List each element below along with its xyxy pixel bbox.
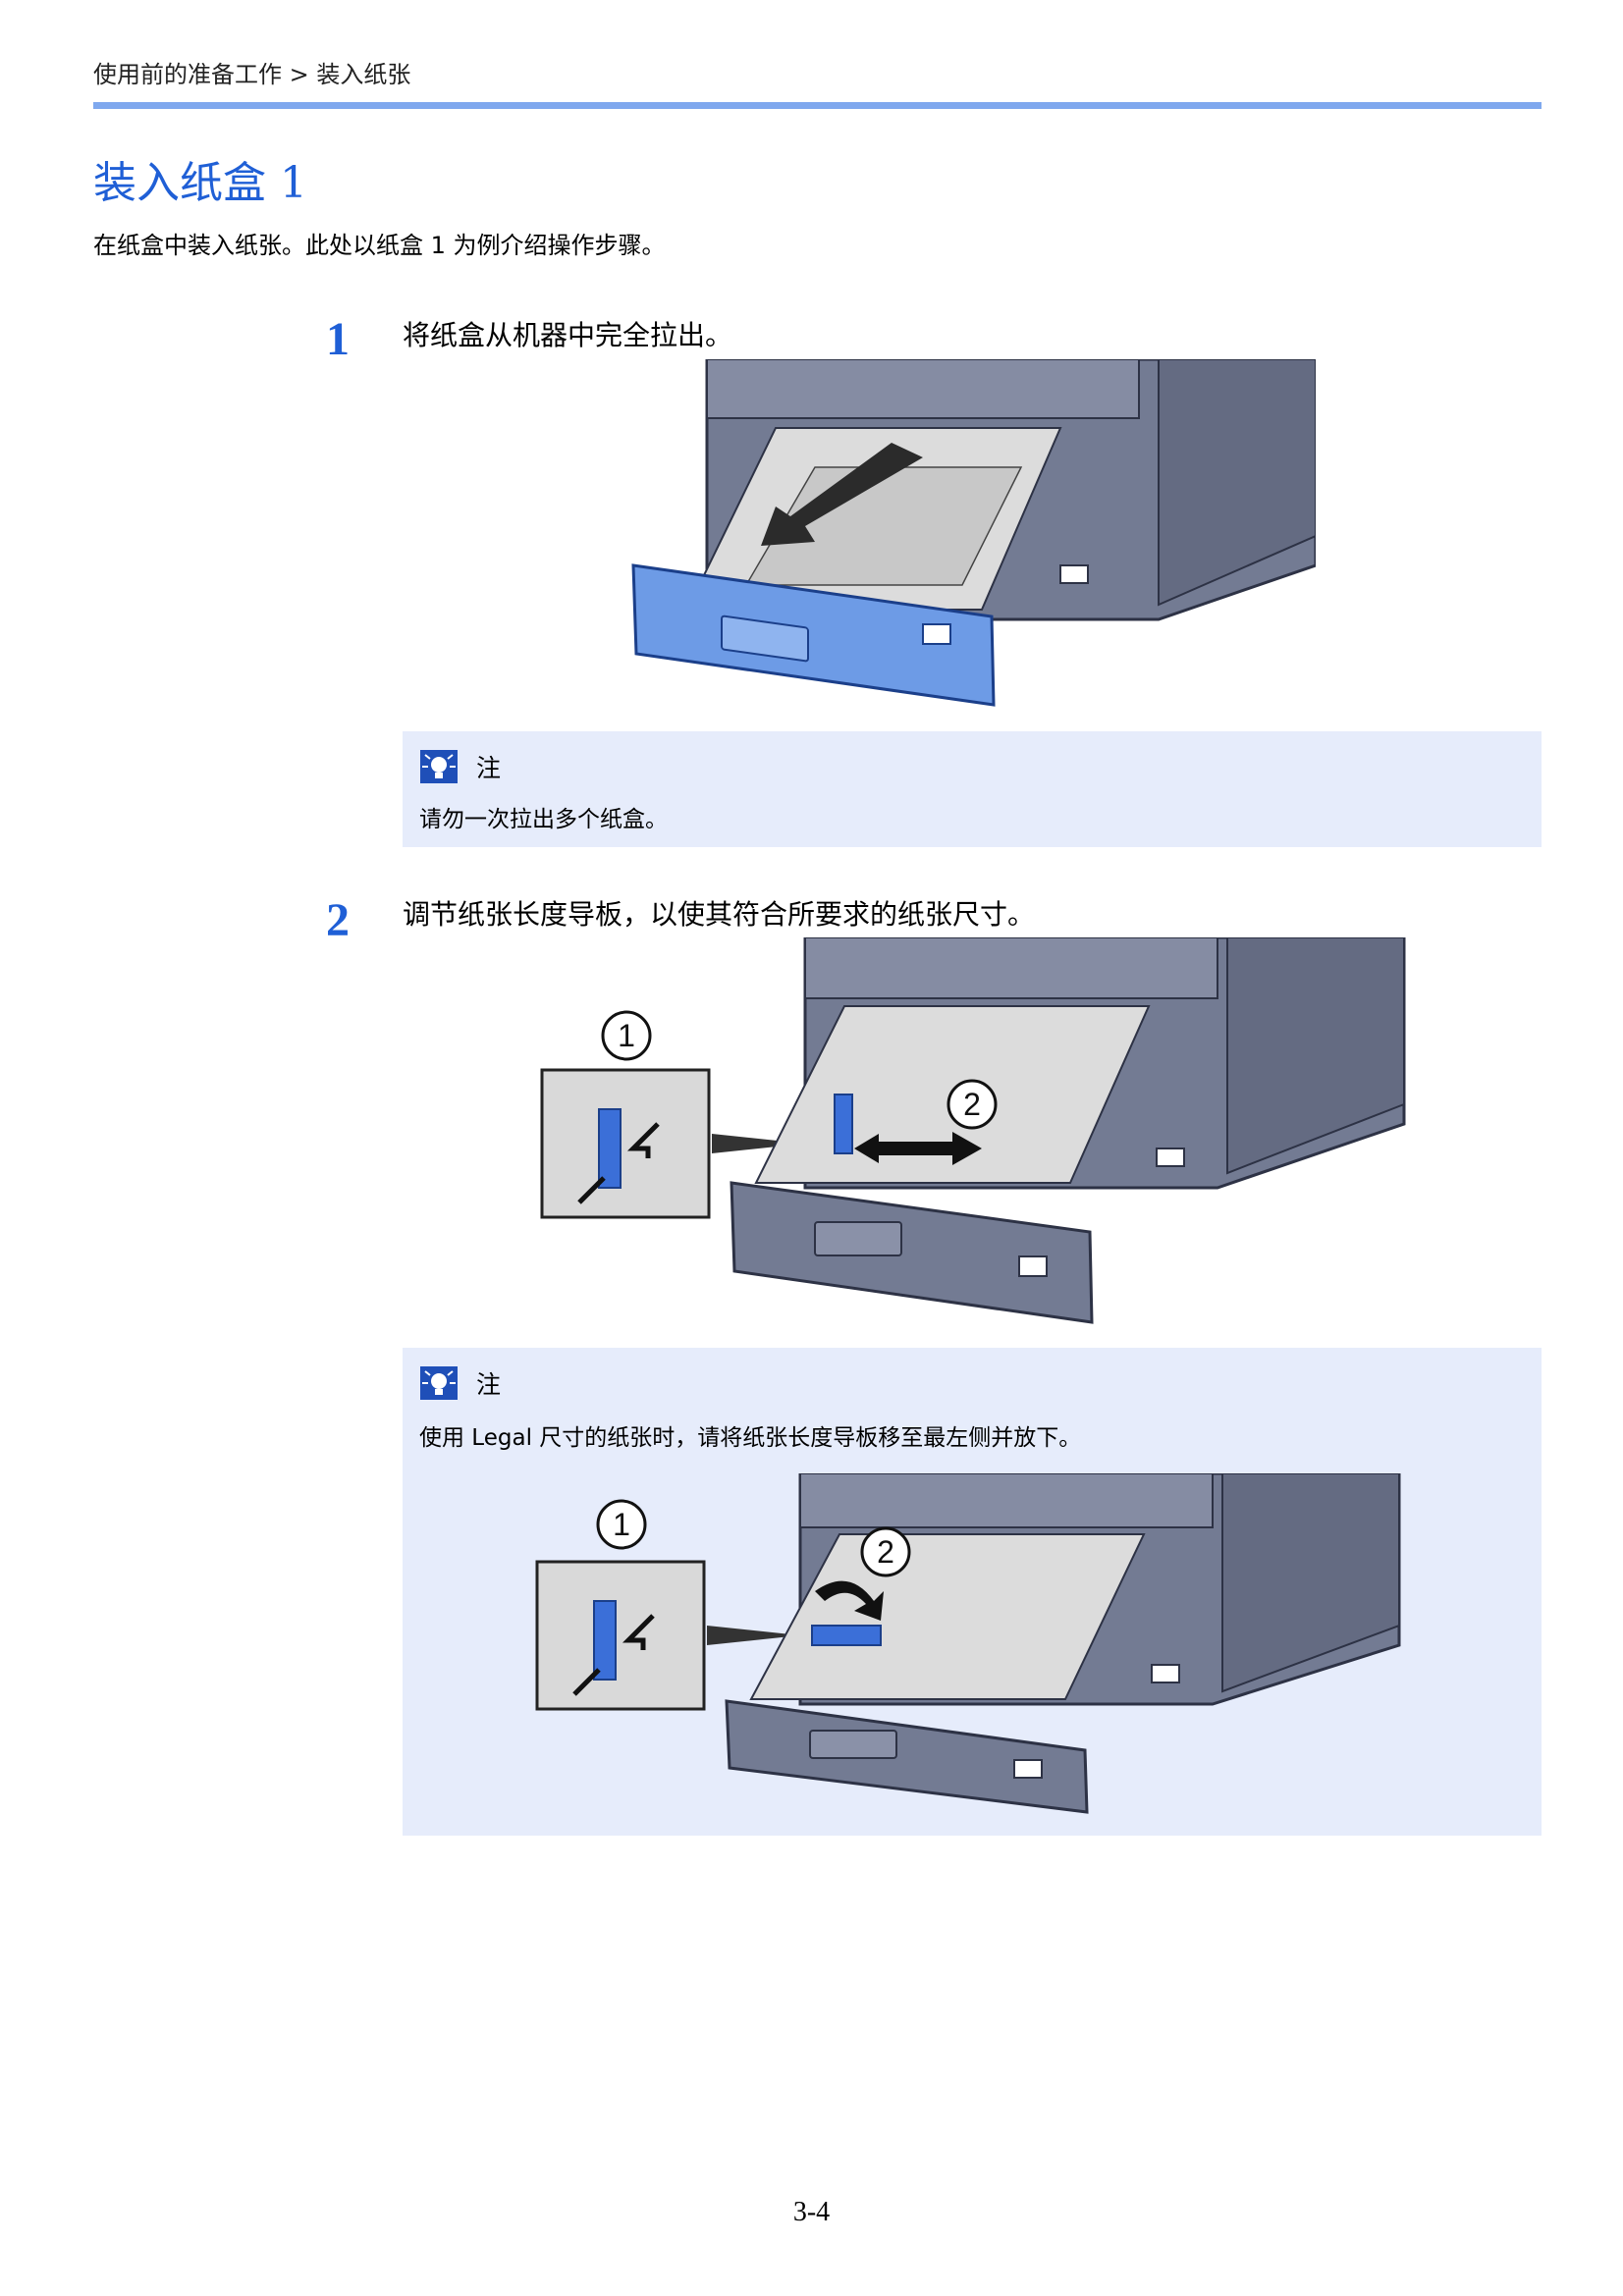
step-2-text: 调节纸张长度导板，以使其符合所要求的纸张尺寸。	[403, 898, 1036, 931]
pull-arrow	[761, 443, 923, 546]
inset-arrow-up	[572, 1668, 601, 1696]
inset-arrow-down	[622, 1614, 655, 1650]
callout-1: 1	[601, 1010, 652, 1061]
lower-tray-handle	[1156, 1148, 1185, 1167]
tray-handle	[721, 614, 809, 663]
step-2-note: 注 使用 Legal 尺寸的纸张时，请将纸张长度导板移至最左侧并放下。 1 2	[403, 1348, 1542, 1836]
lower-tray-handle	[1151, 1664, 1180, 1683]
note-bulb-icon	[420, 750, 458, 783]
callout-1: 1	[596, 1499, 647, 1550]
tray-label-slot	[1013, 1759, 1043, 1779]
tray-front-highlight	[631, 563, 996, 707]
callout-2-label: 2	[963, 1087, 981, 1122]
breadcrumb: 使用前的准备工作 > 装入纸张	[93, 61, 411, 88]
inset-pointer	[707, 1626, 800, 1645]
callout-1-label: 1	[613, 1507, 630, 1542]
step-1-note: 注 请勿一次拉出多个纸盒。	[403, 731, 1542, 847]
note-label: 注	[476, 754, 502, 782]
header-rule	[93, 102, 1542, 109]
inset-frame	[535, 1560, 706, 1711]
printer-side-panel	[1213, 1473, 1400, 1693]
callout-2: 2	[860, 1526, 911, 1577]
lower-arrow	[815, 1580, 884, 1621]
inset-guide-highlight	[593, 1600, 617, 1681]
step-2-number: 2	[326, 894, 350, 946]
printer-top-cover	[799, 1473, 1214, 1528]
note-illustration: 1 2	[535, 1473, 1401, 1814]
page-number: 3-4	[792, 2197, 831, 2227]
note-text: 使用 Legal 尺寸的纸张时，请将纸张长度导板移至最左侧并放下。	[419, 1425, 1082, 1451]
tray-handle	[809, 1730, 897, 1759]
lower-tray-handle	[1059, 564, 1089, 584]
inset-pointer	[712, 1134, 805, 1153]
note-bulb-icon	[420, 1366, 458, 1400]
tray-front	[730, 1181, 1094, 1324]
printer-side-panel	[1217, 937, 1405, 1175]
intro-text: 在纸盒中装入纸张。此处以纸盒 1 为例介绍操作步骤。	[93, 232, 666, 259]
step-1-text: 将纸盒从机器中完全拉出。	[403, 319, 733, 351]
callout-1-label: 1	[618, 1018, 635, 1053]
inset-arrow-up	[577, 1176, 606, 1204]
step-2-illustration: 1 2	[540, 937, 1406, 1324]
length-guide-highlight	[834, 1094, 853, 1154]
printer-side-panel	[1139, 359, 1316, 607]
tray-label-slot	[1018, 1255, 1048, 1277]
tray-inner-plate	[744, 466, 1023, 586]
note-text: 请勿一次拉出多个纸盒。	[419, 807, 668, 832]
note-label: 注	[476, 1370, 502, 1399]
inset-guide-highlight	[598, 1108, 622, 1189]
tray-label-slot	[922, 623, 951, 645]
tray-interior	[749, 1533, 1146, 1700]
step-1-number: 1	[326, 313, 350, 365]
printer-top-cover	[804, 937, 1218, 999]
inset-frame	[540, 1068, 711, 1219]
tray-front	[725, 1699, 1089, 1814]
callout-2: 2	[947, 1079, 998, 1130]
step-1-illustration	[631, 359, 1316, 707]
slide-arrow	[854, 1132, 982, 1165]
length-guide-lowered	[811, 1625, 882, 1646]
page-title: 装入纸盒 1	[93, 158, 307, 208]
inset-arrow-down	[626, 1122, 660, 1158]
printer-top-cover	[706, 359, 1140, 419]
tray-handle	[814, 1221, 902, 1256]
callout-2-label: 2	[877, 1534, 894, 1570]
